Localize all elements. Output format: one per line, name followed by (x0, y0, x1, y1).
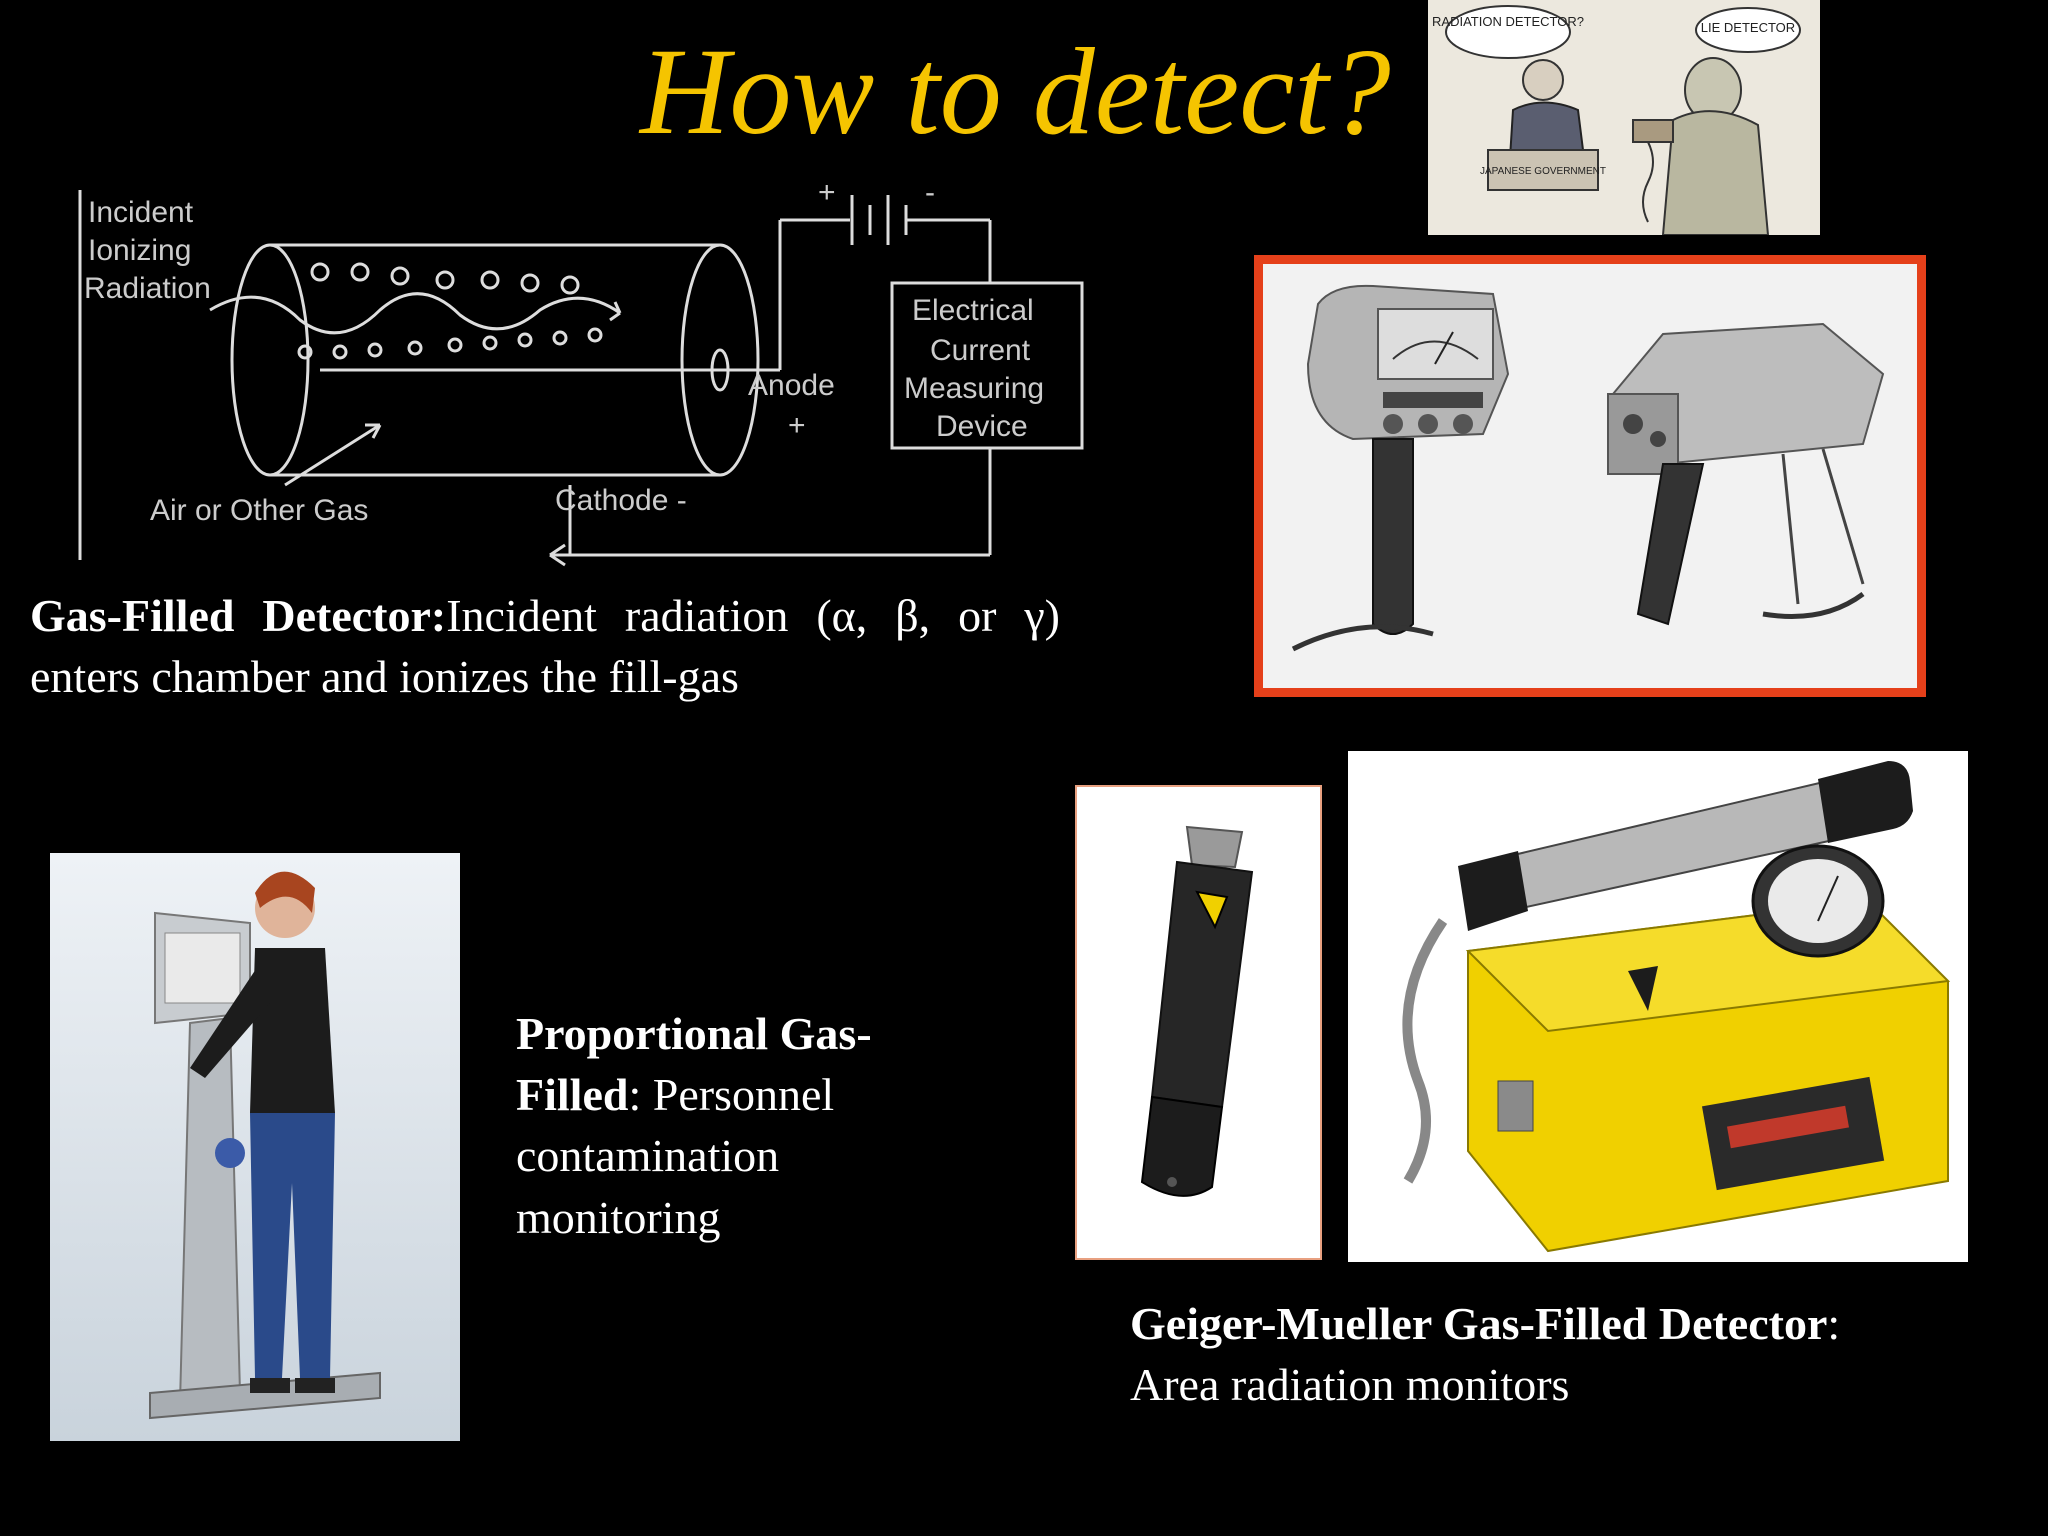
diagram-svg: Incident Ionizing Radiation Air or Other… (78, 176, 1084, 567)
gas-filled-title: Gas-Filled Detector: (30, 590, 447, 641)
personnel-monitor-photo (50, 853, 460, 1441)
geiger-counter-photo (1348, 751, 1968, 1262)
cartoon-image: RADIATION DETECTOR? LIE DETECTOR JAPANES… (1428, 0, 1820, 235)
battery-minus-label: - (925, 180, 935, 209)
gm-probe-drawing (1077, 787, 1320, 1258)
personnel-monitor-drawing (50, 853, 460, 1441)
bubble-right-text: LIE DETECTOR (1701, 20, 1795, 35)
geiger-text: : Area radiation monitors (1130, 1298, 1841, 1411)
slide-title: How to detect? (640, 23, 1391, 160)
geiger-caption: Geiger-Mueller Gas-Filled Detector: Area… (1130, 1293, 1850, 1415)
diagram-label-incident-3: Radiation (84, 272, 211, 305)
diagram-label-cathode: Cathode - (555, 484, 687, 517)
battery-plus-label: + (818, 180, 836, 209)
bubble-left-text: RADIATION DETECTOR? (1432, 14, 1584, 29)
diagram-label-device-4: Device (936, 410, 1028, 443)
gm-probe-photo (1075, 785, 1322, 1260)
proportional-text: : Personnel contamination monitoring (516, 1069, 835, 1243)
gas-detector-diagram: Incident Ionizing Radiation Air or Other… (70, 176, 1090, 570)
diagram-label-device-2: Current (930, 334, 1031, 367)
podium-label: JAPANESE GOVERNMENT (1480, 166, 1606, 177)
geiger-title: Geiger-Mueller Gas-Filled Detector (1130, 1298, 1828, 1349)
diagram-label-incident-1: Incident (88, 196, 194, 229)
proportional-caption: Proportional Gas-Filled: Personnel conta… (516, 1003, 936, 1248)
cartoon-drawing: RADIATION DETECTOR? LIE DETECTOR JAPANES… (1428, 0, 1820, 235)
survey-meters-drawing (1263, 264, 1917, 688)
diagram-label-incident-2: Ionizing (88, 234, 191, 267)
geiger-counter-drawing (1348, 751, 1968, 1262)
diagram-label-anode-sign: + (788, 409, 806, 442)
diagram-label-anode: Anode (748, 369, 835, 402)
gas-filled-caption: Gas-Filled Detector:Incident radiation (… (30, 585, 1060, 707)
survey-meters-photo (1254, 255, 1926, 697)
diagram-label-device-1: Electrical (912, 294, 1034, 327)
gas-filled-text: Incident radiation (α, β, or γ) enters c… (30, 590, 1060, 703)
proportional-title: Proportional Gas-Filled (516, 1008, 872, 1121)
diagram-label-device-3: Measuring (904, 372, 1044, 405)
diagram-label-gas: Air or Other Gas (150, 494, 368, 527)
